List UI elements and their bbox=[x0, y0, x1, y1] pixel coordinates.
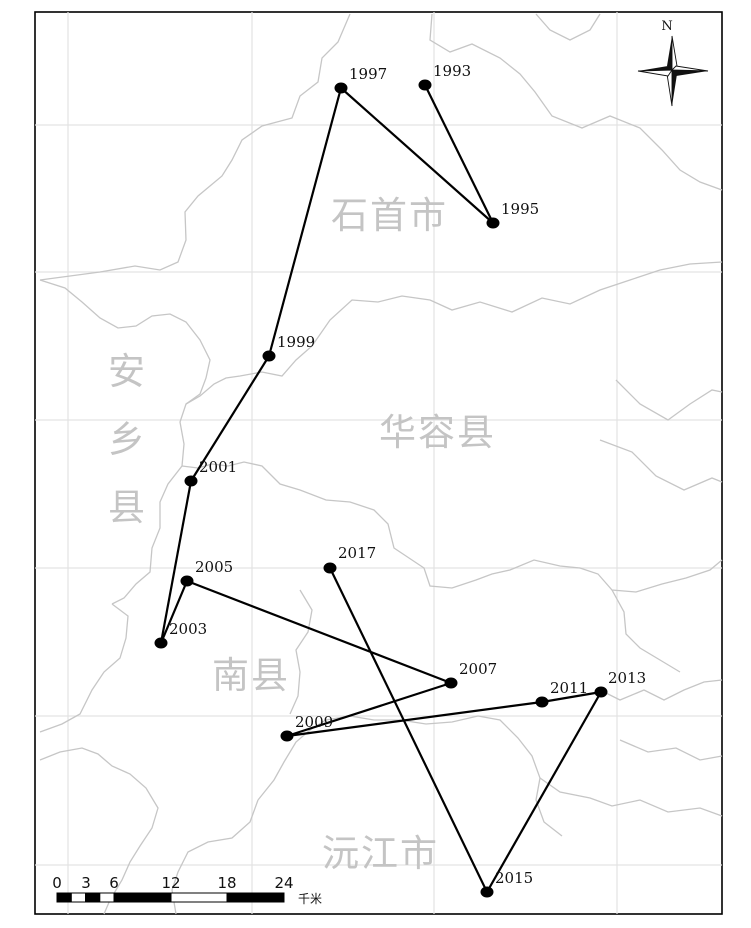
scale-segment bbox=[226, 892, 285, 903]
track-point-2013 bbox=[594, 686, 608, 698]
track-segment-1997-1999 bbox=[267, 87, 343, 357]
north-arrow-icon bbox=[667, 36, 672, 70]
scale-segment bbox=[113, 892, 172, 903]
track-segment-2013-2015 bbox=[486, 691, 602, 893]
region-label-huarong: 华容县 bbox=[379, 411, 496, 454]
scale-segment bbox=[170, 892, 228, 903]
track-segment-2011-2013 bbox=[541, 690, 602, 704]
north-label: N bbox=[661, 19, 672, 34]
track-year-label-2017: 2017 bbox=[338, 544, 376, 562]
track-point-2011 bbox=[535, 696, 549, 708]
track-point-2005 bbox=[180, 575, 194, 587]
track-point-2003 bbox=[154, 637, 168, 649]
track-point-2015 bbox=[480, 886, 494, 898]
track-point-2017 bbox=[323, 562, 337, 574]
track-year-label-2015: 2015 bbox=[495, 869, 533, 887]
track-year-label-2001: 2001 bbox=[199, 458, 237, 476]
track-segment-1995-1997 bbox=[340, 87, 494, 224]
region-label-yuanjiang: 沅江市 bbox=[322, 832, 439, 875]
west-arrow-icon bbox=[638, 66, 672, 71]
south-arrow-icon bbox=[672, 70, 677, 106]
track-year-label-2005: 2005 bbox=[195, 558, 233, 576]
track-segment-2007-2009 bbox=[286, 681, 452, 738]
track-segment-2005-2007 bbox=[186, 579, 452, 685]
scale-tick-3: 3 bbox=[81, 874, 91, 892]
county-boundaries bbox=[39, 13, 723, 915]
track-segment-1993-1995 bbox=[424, 84, 494, 224]
scale-unit: 千米 bbox=[298, 892, 322, 906]
track-point-2001 bbox=[184, 475, 198, 487]
track-year-label-2007: 2007 bbox=[459, 660, 497, 678]
track-segment-2015-2017 bbox=[329, 567, 488, 893]
east-arrow-icon-light bbox=[670, 65, 709, 72]
scale-segment bbox=[70, 892, 87, 903]
track-segment-1999-2001 bbox=[190, 355, 270, 482]
track-year-label-1995: 1995 bbox=[501, 200, 539, 218]
track-year-label-1999: 1999 bbox=[277, 333, 315, 351]
scale-tick-6: 6 bbox=[109, 874, 119, 892]
region-label-anxiang: 安 乡 县 bbox=[108, 350, 157, 529]
track-year-label-2011: 2011 bbox=[550, 679, 588, 697]
track-year-label-1993: 1993 bbox=[433, 62, 471, 80]
north-arrow: N bbox=[637, 19, 709, 107]
track-year-label-2009: 2009 bbox=[295, 713, 333, 731]
track-segment-2003-2005 bbox=[159, 580, 189, 644]
track-point-1995 bbox=[486, 217, 500, 229]
track-year-label-2003: 2003 bbox=[169, 620, 207, 638]
west-arrow-icon-light bbox=[637, 69, 673, 77]
track-point-1993 bbox=[418, 79, 432, 91]
track-segment-2001-2003 bbox=[159, 480, 193, 644]
scale-segment bbox=[99, 892, 115, 903]
track-segment-2009-2011 bbox=[286, 700, 543, 738]
coordinate-grid bbox=[35, 12, 722, 914]
scale-tick-18: 18 bbox=[217, 874, 236, 892]
scale-bar: 0 3 6 12 18 24 千米 bbox=[52, 874, 322, 906]
map-frame bbox=[34, 11, 723, 915]
track-year-label-2013: 2013 bbox=[608, 669, 646, 687]
scale-segment bbox=[56, 892, 72, 903]
east-arrow-icon bbox=[672, 70, 708, 76]
track-point-1999 bbox=[262, 350, 276, 362]
scale-tick-0: 0 bbox=[52, 874, 62, 892]
region-label-shishou: 石首市 bbox=[331, 194, 448, 237]
track-year-label-1997: 1997 bbox=[349, 65, 387, 83]
trajectory-layer: 1993 1995 1997 1999 2001 2003 2005 2007 2009 2011… bbox=[154, 62, 646, 898]
region-label-nanxian: 南县 bbox=[212, 654, 290, 697]
track-point-1997 bbox=[334, 82, 348, 94]
track-point-2007 bbox=[444, 677, 458, 689]
scale-tick-24: 24 bbox=[274, 874, 293, 892]
scale-segment bbox=[85, 892, 101, 903]
scale-tick-12: 12 bbox=[161, 874, 180, 892]
track-point-2009 bbox=[280, 730, 294, 742]
